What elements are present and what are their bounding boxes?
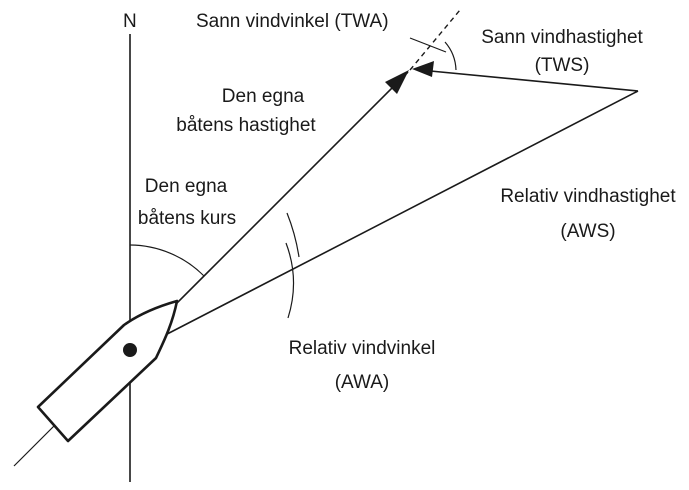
tws-label-line1: Sann vindhastighet xyxy=(481,27,643,48)
twa-angle-arc xyxy=(444,41,457,71)
true-wind-arrowhead xyxy=(412,61,434,77)
boat-hull xyxy=(36,299,179,443)
course-angle-arc xyxy=(129,244,205,277)
twa-label: Sann vindvinkel (TWA) xyxy=(196,11,389,32)
own-speed-label-line2: båtens hastighet xyxy=(176,115,316,136)
own-speed-arrowhead xyxy=(385,70,409,94)
awa-leader-line xyxy=(285,242,295,319)
own-speed-label-line1: Den egna xyxy=(222,86,305,107)
awa-angle-arc xyxy=(286,212,300,258)
own-course-label-line1: Den egna xyxy=(145,176,228,197)
twa-leader-line xyxy=(409,37,447,53)
true-wind-vector xyxy=(419,69,639,92)
tws-label-line2: (TWS) xyxy=(535,55,590,76)
own-course-label-line2: båtens kurs xyxy=(138,208,236,229)
north-label: N xyxy=(123,11,137,32)
course-dashed-extension xyxy=(409,9,461,71)
boat-position-dot xyxy=(123,343,137,357)
awa-label-line1: Relativ vindvinkel xyxy=(289,338,436,359)
apparent-wind-vector xyxy=(141,90,639,348)
aws-label-line1: Relativ vindhastighet xyxy=(500,186,676,207)
awa-label-line2: (AWA) xyxy=(335,372,390,393)
aws-label-line2: (AWS) xyxy=(560,221,615,242)
